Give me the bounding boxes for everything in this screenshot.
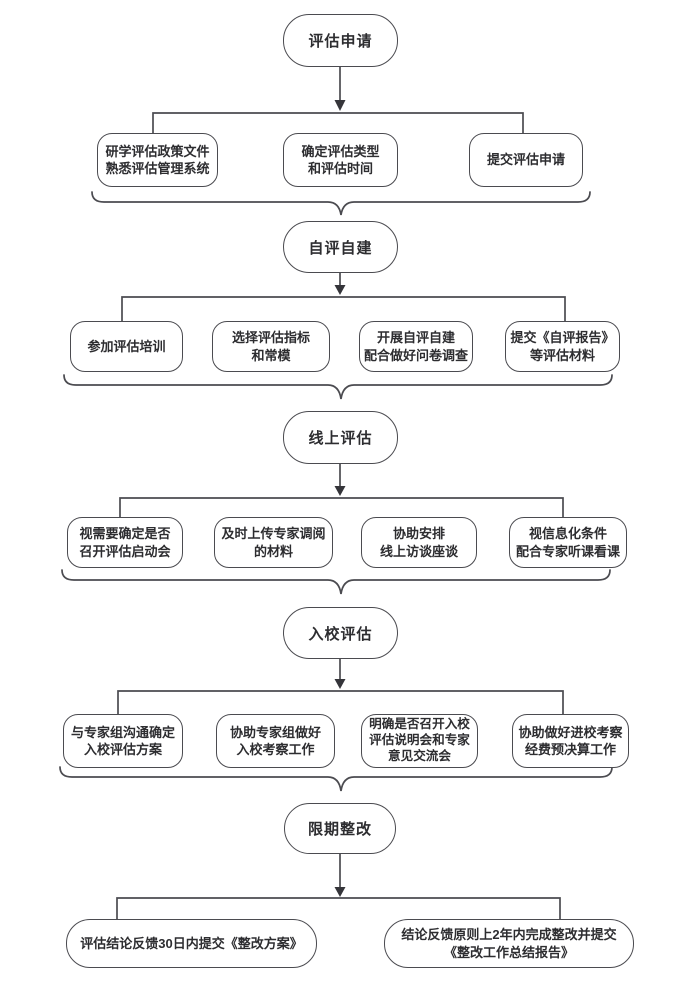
step-4-3: 明确是否召开入校 评估说明会和专家 意见交流会 [361,714,478,768]
step-2-4: 提交《自评报告》 等评估材料 [505,321,620,372]
step-rectification-plan: 评估结论反馈30日内提交《整改方案》 [66,919,317,968]
arrow-stage-2 [334,273,346,295]
branch-row-4 [117,690,564,714]
stage-rectification: 限期整改 [284,803,396,854]
step-rectification-report: 结论反馈原则上2年内完成整改并提交 《整改工作总结报告》 [384,919,634,968]
step-2-1: 参加评估培训 [70,321,183,372]
step-1-1: 研学评估政策文件 熟悉评估管理系统 [97,133,218,187]
brace-row-2 [63,374,613,400]
stage-onsite-evaluation: 入校评估 [283,607,398,659]
arrow-stage-5 [334,854,346,897]
step-3-1: 视需要确定是否 召开评估启动会 [67,517,183,568]
stage-self-evaluation: 自评自建 [283,221,398,273]
step-4-4: 协助做好进校考察 经费预决算工作 [512,714,629,768]
step-3-3: 协助安排 线上访谈座谈 [361,517,477,568]
brace-row-4 [59,766,613,792]
step-2-3: 开展自评自建 配合做好问卷调查 [359,321,473,372]
step-3-2: 及时上传专家调阅 的材料 [214,517,333,568]
branch-row-1 [152,112,524,133]
step-2-2: 选择评估指标 和常模 [212,321,330,372]
brace-row-1 [91,191,591,216]
step-1-2: 确定评估类型 和评估时间 [283,133,398,187]
branch-row-2 [121,296,566,321]
brace-row-3 [61,569,611,595]
stage-online-evaluation: 线上评估 [283,411,398,464]
step-1-3: 提交评估申请 [469,133,583,187]
stage-application: 评估申请 [283,14,398,67]
arrow-stage-1 [334,67,346,111]
step-4-2: 协助专家组做好 入校考察工作 [216,714,335,768]
arrow-stage-4 [334,659,346,689]
arrow-stage-3 [334,464,346,496]
step-3-4: 视信息化条件 配合专家听课看课 [509,517,627,568]
branch-row-3 [119,497,564,517]
step-4-1: 与专家组沟通确定 入校评估方案 [63,714,183,768]
branch-row-5 [116,897,561,919]
